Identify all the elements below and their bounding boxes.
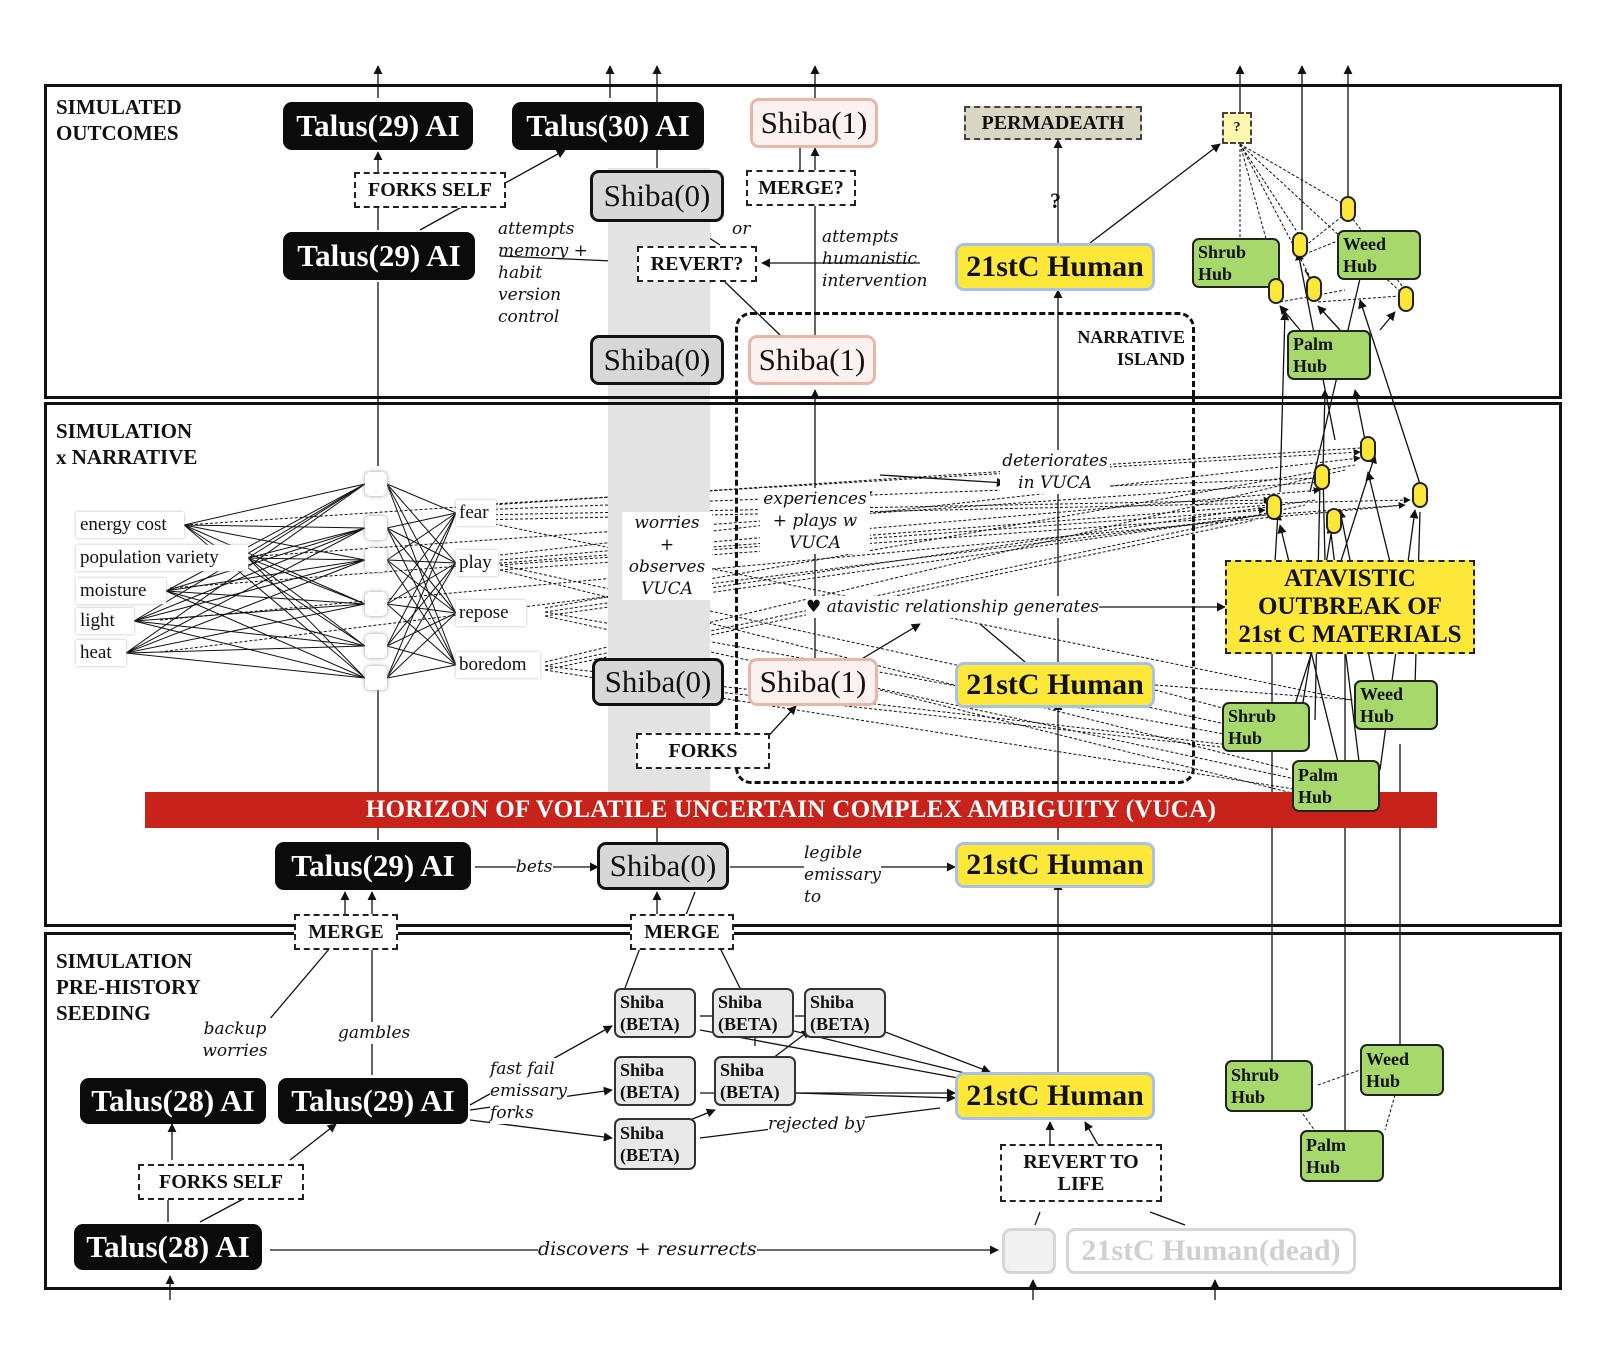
human-21stc-narrative[interactable]: 21stC Human — [955, 662, 1155, 708]
shiba-beta[interactable]: Shiba (BETA) — [712, 988, 794, 1038]
shiba-0-emissary[interactable]: Shiba(0) — [597, 842, 729, 890]
human-21stc-outcome[interactable]: 21stC Human — [955, 243, 1155, 291]
bets-label: bets — [516, 856, 553, 878]
talus-29-ai-outcome[interactable]: Talus(29) AI — [283, 102, 473, 150]
talus-29-ai-bets[interactable]: Talus(29) AI — [275, 842, 471, 890]
shrub-hub-low[interactable]: Shrub Hub — [1225, 1060, 1313, 1112]
gambles-label: gambles — [338, 1022, 411, 1044]
panel-title-prehistory: SIMULATION PRE-HISTORY SEEDING — [56, 949, 201, 1025]
hidden-neuron — [365, 472, 387, 496]
merge-question-tag: MERGE? — [746, 170, 856, 206]
revert-question-tag: REVERT? — [637, 246, 757, 282]
talus-28-ai-origin[interactable]: Talus(28) AI — [74, 1224, 262, 1270]
talus-29-ai-gambler[interactable]: Talus(29) AI — [278, 1078, 468, 1124]
permadeath-node[interactable]: PERMADEATH — [964, 106, 1142, 140]
human-21stc-emissary-target[interactable]: 21stC Human — [955, 842, 1155, 888]
input-light: light — [76, 608, 134, 634]
palm-hub-low[interactable]: Palm Hub — [1300, 1130, 1384, 1182]
shrub-hub-mid[interactable]: Shrub Hub — [1222, 702, 1310, 752]
hub-node-pill — [1340, 196, 1356, 222]
fast-fail-label: fast fail emissary forks — [490, 1058, 567, 1124]
shiba-0-outcome-b[interactable]: Shiba(0) — [590, 335, 724, 385]
weed-hub-top[interactable]: Weed Hub — [1337, 230, 1421, 280]
dead-avatar — [1002, 1228, 1056, 1274]
shiba-beta[interactable]: Shiba (BETA) — [614, 1056, 696, 1106]
panel-title-outcomes: SIMULATED OUTCOMES — [56, 95, 182, 145]
narrative-island-label: NARRATIVE ISLAND — [1077, 327, 1185, 369]
attempts-humanistic-label: attempts humanistic intervention — [822, 227, 928, 291]
hub-node-pill — [1268, 278, 1284, 304]
emotion-play: play — [456, 550, 498, 576]
or-label: or — [732, 219, 751, 239]
merge-tag-left: MERGE — [294, 914, 398, 950]
shiba-0-narrative[interactable]: Shiba(0) — [592, 658, 724, 706]
shiba-beta[interactable]: Shiba (BETA) — [614, 1118, 696, 1170]
human-21stc-dead[interactable]: 21stC Human(dead) — [1066, 1228, 1356, 1274]
backup-worries-label: backup worries — [198, 1018, 272, 1062]
panel-prehistory-seeding — [44, 932, 1562, 1290]
shiba-1-outcome[interactable]: Shiba(1) — [750, 98, 878, 148]
talus-28-ai-backup[interactable]: Talus(28) AI — [80, 1078, 266, 1124]
emotion-fear: fear — [456, 500, 496, 526]
talus-30-ai-outcome[interactable]: Talus(30) AI — [512, 102, 704, 150]
hidden-neuron — [365, 592, 387, 616]
palm-hub-mid[interactable]: Palm Hub — [1292, 760, 1380, 812]
shrub-hub-top[interactable]: Shrub Hub — [1192, 238, 1280, 288]
hub-node-pill — [1306, 276, 1322, 302]
shiba-1-narrative[interactable]: Shiba(1) — [748, 658, 878, 706]
human-21stc-seeded[interactable]: 21stC Human — [955, 1072, 1155, 1120]
hidden-neuron — [365, 634, 387, 658]
shiba-beta[interactable]: Shiba (BETA) — [714, 1056, 796, 1106]
revert-to-life-tag: REVERT TO LIFE — [1000, 1144, 1162, 1202]
forks-tag: FORKS — [636, 733, 770, 769]
atavistic-outbreak-node[interactable]: ATAVISTIC OUTBREAK OF 21st C MATERIALS — [1225, 560, 1475, 654]
unknown-outcome-node[interactable]: ? — [1222, 112, 1252, 144]
forks-self-tag-low: FORKS SELF — [138, 1164, 304, 1200]
uncertain-question-mark: ? — [1050, 188, 1061, 213]
hidden-neuron — [365, 666, 387, 690]
talus-29-ai-memory[interactable]: Talus(29) AI — [283, 232, 475, 280]
shiba-1-outcome-b[interactable]: Shiba(1) — [748, 335, 876, 385]
vuca-horizon-banner: HORIZON OF VOLATILE UNCERTAIN COMPLEX AM… — [145, 792, 1437, 828]
hub-node-pill — [1398, 286, 1414, 312]
worries-observes-label: worries + observes VUCA — [622, 512, 712, 600]
weed-hub-mid[interactable]: Weed Hub — [1354, 680, 1438, 730]
rejected-by-label: rejected by — [768, 1113, 865, 1135]
hub-node-pill — [1314, 464, 1330, 490]
hub-node-pill — [1266, 494, 1282, 520]
merge-tag-right: MERGE — [630, 914, 734, 950]
hidden-neuron — [365, 548, 387, 572]
emotion-repose: repose — [456, 600, 526, 626]
forks-self-tag-top: FORKS SELF — [354, 172, 506, 208]
experiences-plays-label: experiences + plays w VUCA — [760, 488, 870, 554]
attempts-memory-label: attempts memory + habit version control — [498, 219, 588, 327]
input-heat: heat — [76, 640, 126, 666]
input-population-variety: population variety — [76, 545, 248, 571]
shiba-beta[interactable]: Shiba (BETA) — [614, 988, 696, 1038]
weed-hub-low[interactable]: Weed Hub — [1360, 1044, 1444, 1096]
narrative-island — [735, 312, 1195, 784]
discovers-resurrects-label: discovers + resurrects — [538, 1238, 757, 1260]
input-energy-cost: energy cost — [76, 512, 184, 538]
shiba-beta[interactable]: Shiba (BETA) — [804, 988, 886, 1038]
palm-hub-top[interactable]: Palm Hub — [1287, 330, 1371, 380]
hub-node-pill — [1326, 508, 1342, 534]
hidden-neuron — [365, 516, 387, 540]
hub-node-pill — [1292, 232, 1308, 258]
legible-emissary-label: legible emissary to — [804, 842, 881, 908]
shiba-0-outcome-a[interactable]: Shiba(0) — [590, 170, 724, 222]
hub-node-pill — [1360, 436, 1376, 462]
atavistic-relationship-label: ♥ atavistic relationship generates — [806, 596, 1100, 618]
input-moisture: moisture — [76, 578, 166, 604]
deteriorates-label: deteriorates in VUCA — [1000, 450, 1110, 494]
panel-title-narrative: SIMULATION x NARRATIVE — [56, 419, 198, 469]
panel-simulated-outcomes — [44, 84, 1562, 399]
hub-node-pill — [1412, 482, 1428, 508]
panel-simulation-narrative — [44, 402, 1562, 927]
emotion-boredom: boredom — [456, 652, 540, 678]
